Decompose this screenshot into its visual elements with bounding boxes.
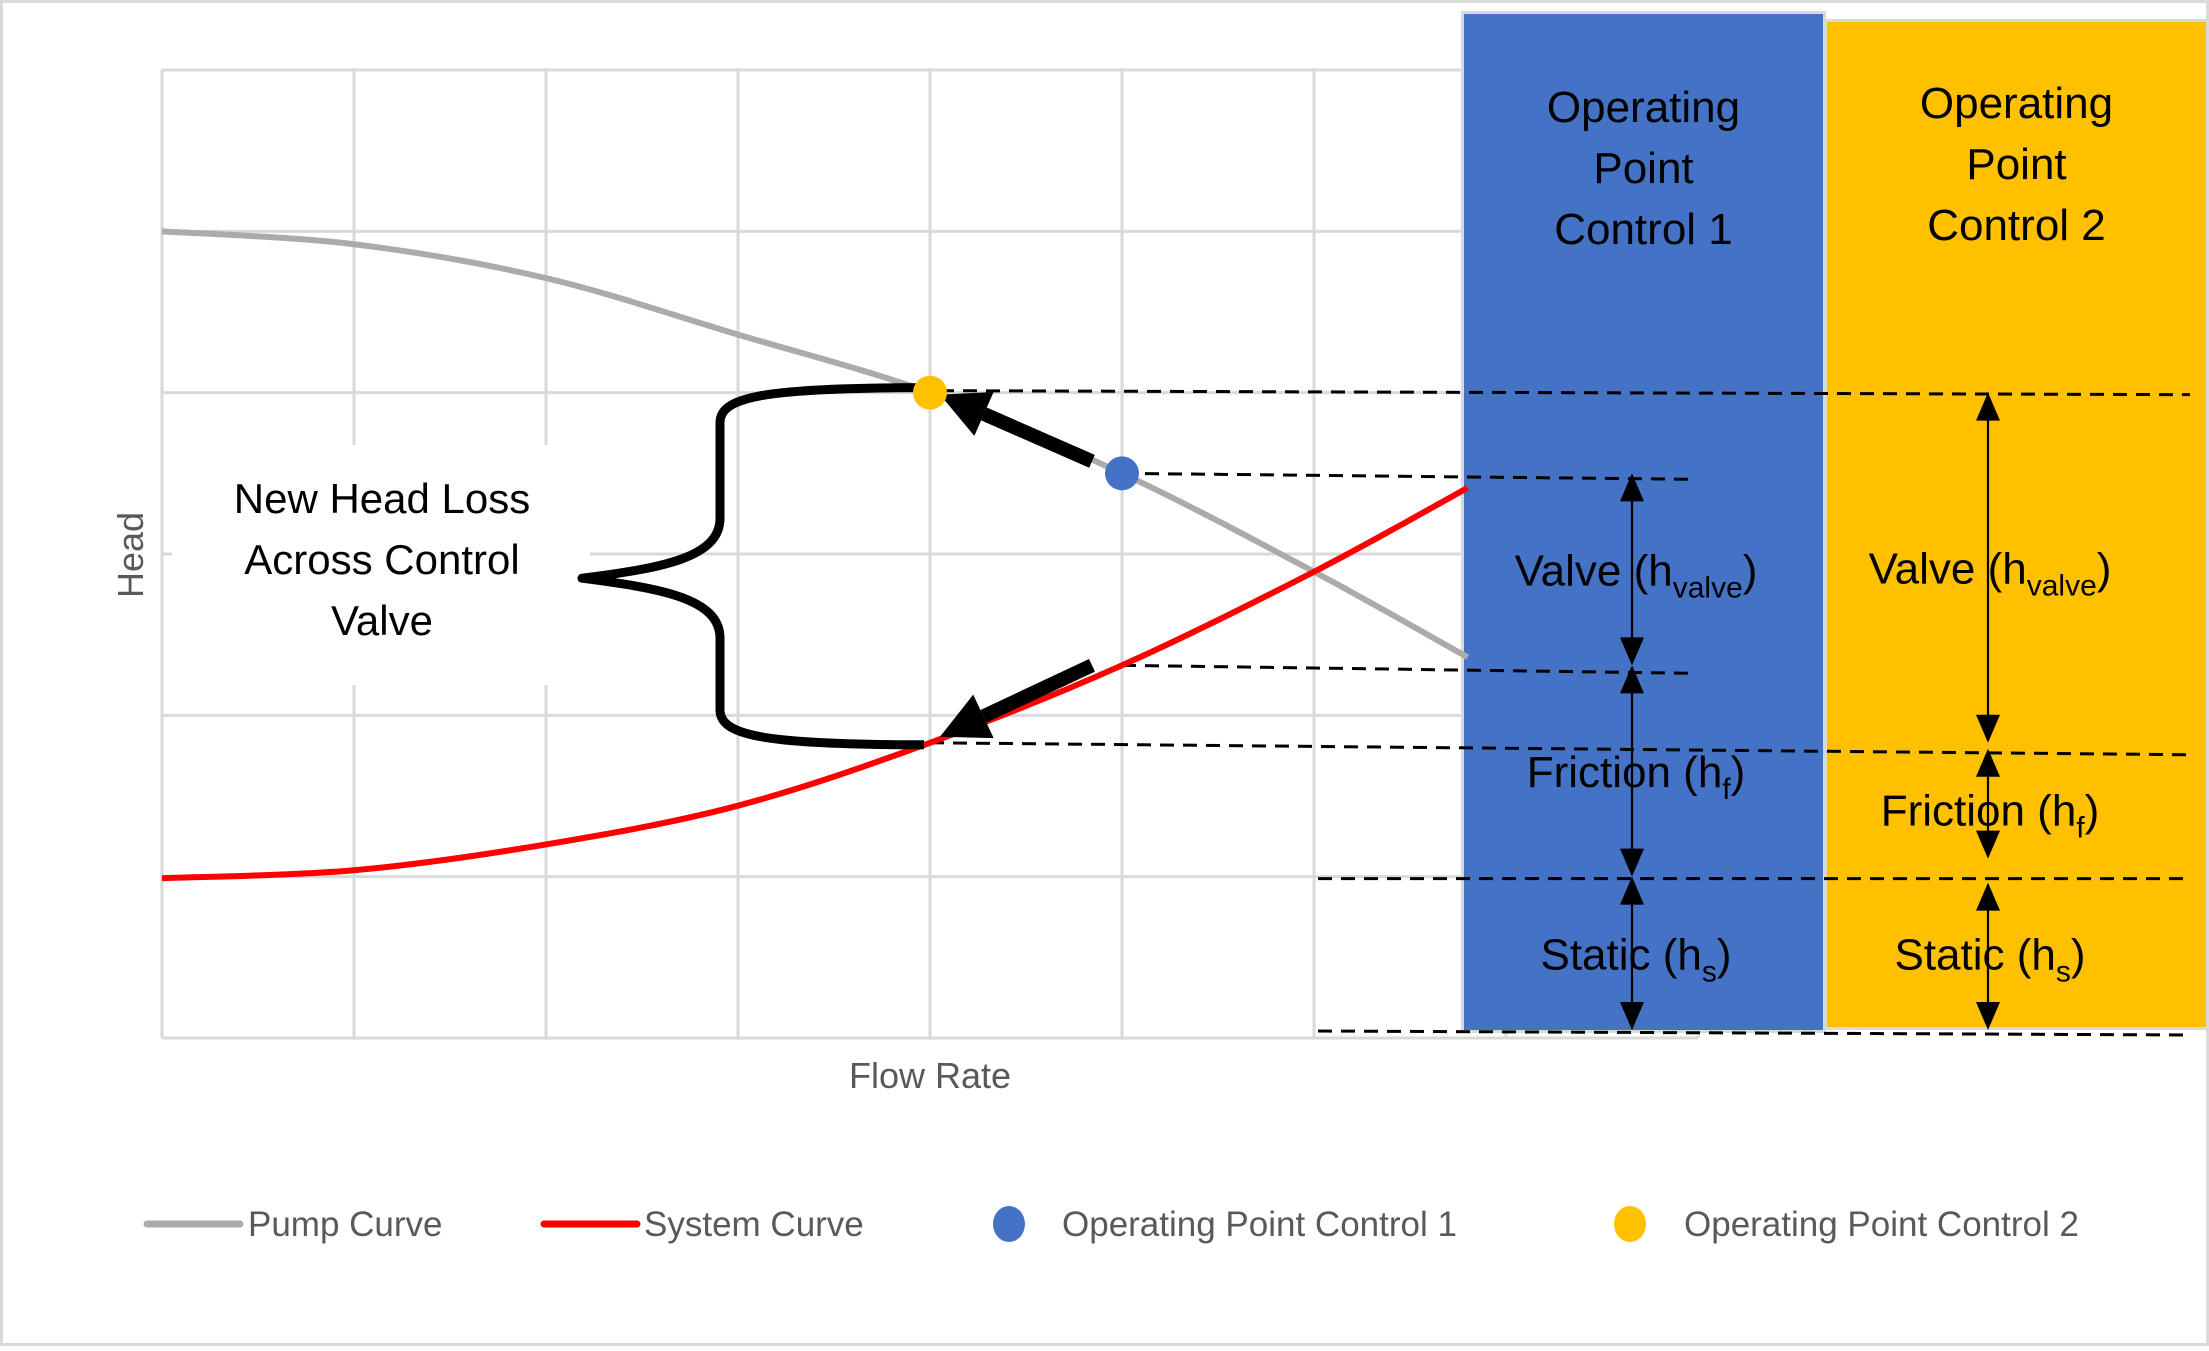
marker-operating-point-control-2 (913, 375, 947, 410)
segment-label-f: Friction (hf) (1881, 787, 2100, 845)
legend-label: Operating Point Control 2 (1684, 1205, 2079, 1244)
arrowhead-up (1620, 665, 1644, 694)
arrowhead-up (1976, 882, 2000, 911)
bracket-label-background (172, 445, 590, 685)
panel-title-line: Control 1 (1554, 205, 1733, 254)
x-axis-title: Flow Rate (849, 1055, 1011, 1096)
curly-bracket (577, 383, 925, 750)
arrow-shaft (981, 407, 1095, 468)
system-shift-arrow (940, 658, 1095, 739)
dimension-arrow (1976, 748, 2000, 859)
segment-label-valve: Valve (hvalve) (1515, 546, 1758, 604)
arrowhead-up (1620, 876, 1644, 905)
note-background (172, 445, 590, 685)
panel-title-line: Point (1966, 140, 2066, 189)
legend-item-system-curve: System Curve (540, 1205, 864, 1244)
legend-label: Operating Point Control 1 (1062, 1205, 1457, 1244)
panel-title-line: Operating (1547, 83, 1740, 132)
panel-fill (1464, 14, 1823, 1030)
guide-dash-op1 (1121, 471, 1696, 481)
series-system-curve (161, 485, 1470, 882)
legend-dot-swatch (1614, 1206, 1646, 1242)
legend-item-operating-point-control-2: Operating Point Control 2 (1614, 1205, 2079, 1244)
arrowhead-down (1976, 714, 2000, 743)
dimension-arrow (1620, 473, 1644, 666)
panel-title-line: Point (1593, 144, 1693, 193)
guide-dashes: Valve (hvalve) Friction (hf) Static (hs) Va… (929, 389, 2191, 1037)
legend-item-operating-point-control-1: Operating Point Control 1 (993, 1205, 1457, 1244)
y-axis-title: Head (110, 512, 151, 598)
series-pump-curve (161, 228, 1470, 660)
dimension-arrow (1620, 665, 1644, 877)
bracket-label-line-3: Valve (331, 597, 433, 644)
pump-shift-arrow (940, 391, 1095, 468)
marker-operating-point-control-1 (1105, 456, 1139, 491)
guide-dash-baseline (1317, 1029, 2191, 1037)
arrowhead-down (1620, 1002, 1644, 1030)
dimension-arrow (1976, 392, 2000, 743)
bracket-label-line-1: New Head Loss (234, 475, 530, 522)
legend-label: System Curve (644, 1205, 864, 1244)
operating-points (913, 375, 1139, 491)
arrow-shaft (980, 658, 1095, 723)
legend: Pump Curve System Curve Operating Point Co… (143, 1205, 2079, 1244)
arrowhead-up (1976, 392, 2000, 421)
segment-label-valve: Valve (hvalve) (1869, 545, 2112, 603)
arrow-head (940, 694, 994, 739)
panel-title-line: Control 2 (1927, 201, 2106, 250)
arrowhead-down (1620, 848, 1644, 877)
series-lines (161, 228, 1470, 882)
arrowhead-up (1620, 473, 1644, 502)
bracket-label: New Head Loss Across Control Valve (234, 475, 530, 644)
guide-dash-system-op1 (1121, 663, 1696, 675)
legend-label: Pump Curve (248, 1205, 443, 1244)
arrowhead-down (1620, 637, 1644, 666)
guide-dash-op2 (939, 389, 2191, 397)
segment-label-s: Static (hs) (1540, 930, 1731, 988)
bracket-label-line-2: Across Control (244, 536, 519, 583)
arrowhead-down (1976, 830, 2000, 859)
panel-fill (1827, 22, 2206, 1027)
dimension-arrow (1620, 876, 1644, 1030)
arrow-head (940, 391, 994, 436)
segment-label-s: Static (hs) (1894, 930, 2085, 988)
dimension-arrow (1976, 882, 2000, 1030)
legend-dot-swatch (993, 1206, 1025, 1242)
arrowhead-up (1976, 748, 2000, 777)
guide-dash-system-op2 (929, 741, 2191, 757)
annotations (577, 383, 1095, 750)
segment-label-f: Friction (hf) (1527, 748, 1746, 806)
legend-item-pump-curve: Pump Curve (143, 1205, 443, 1244)
arrowhead-down (1976, 1002, 2000, 1030)
panel-title-line: Operating (1920, 79, 2113, 128)
